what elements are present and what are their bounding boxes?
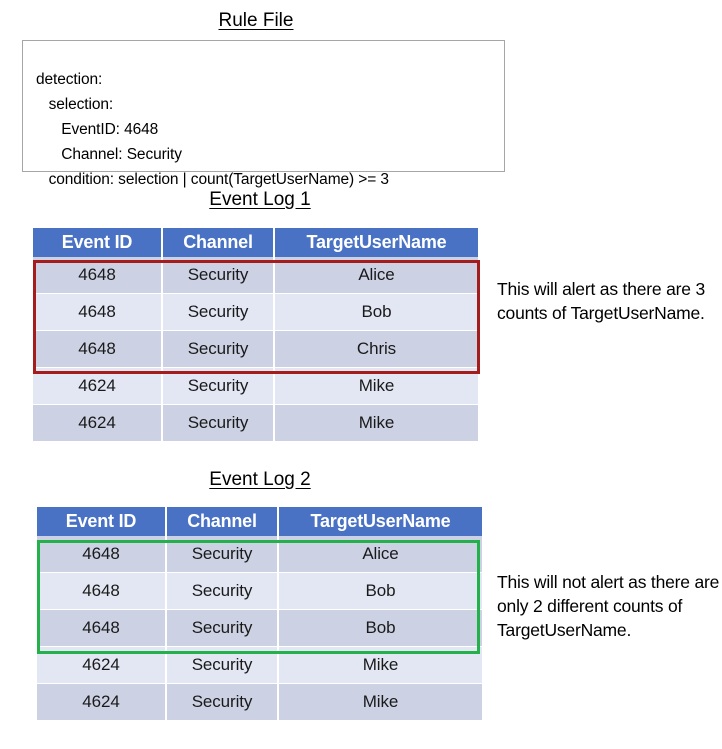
cell-channel: Security xyxy=(163,257,275,294)
table-header-row: Event ID Channel TargetUserName xyxy=(33,228,478,257)
event-log-1-table: Event ID Channel TargetUserName 4648 Sec… xyxy=(33,228,478,442)
event-log-1-title: Event Log 1 xyxy=(209,189,311,210)
event-log-2-table: Event ID Channel TargetUserName 4648 Sec… xyxy=(37,507,482,721)
cell-targetusername: Alice xyxy=(279,536,482,573)
cell-targetusername: Mike xyxy=(275,405,478,442)
cell-targetusername: Alice xyxy=(275,257,478,294)
event-log-1-annotation: This will alert as there are 3 counts of… xyxy=(497,279,705,323)
table-row: 4624 Security Mike xyxy=(33,405,478,442)
column-header-event-id: Event ID xyxy=(33,228,163,257)
table-row: 4648 Security Chris xyxy=(33,331,478,368)
event-log-2-title: Event Log 2 xyxy=(209,469,311,490)
column-header-targetusername: TargetUserName xyxy=(275,228,478,257)
event-log-2-annotation: This will not alert as there are only 2 … xyxy=(497,572,720,640)
cell-event-id: 4648 xyxy=(33,331,163,368)
cell-targetusername: Mike xyxy=(279,684,482,721)
table-row: 4648 Security Alice xyxy=(33,257,478,294)
cell-event-id: 4648 xyxy=(33,257,163,294)
cell-event-id: 4624 xyxy=(33,368,163,405)
column-header-targetusername: TargetUserName xyxy=(279,507,482,536)
cell-channel: Security xyxy=(167,610,279,647)
cell-channel: Security xyxy=(167,573,279,610)
cell-event-id: 4624 xyxy=(33,405,163,442)
cell-event-id: 4648 xyxy=(37,573,167,610)
table-row: 4648 Security Bob xyxy=(37,573,482,610)
cell-targetusername: Bob xyxy=(279,610,482,647)
column-header-channel: Channel xyxy=(163,228,275,257)
cell-targetusername: Bob xyxy=(275,294,478,331)
cell-channel: Security xyxy=(167,536,279,573)
cell-event-id: 4648 xyxy=(37,536,167,573)
table-row: 4648 Security Bob xyxy=(33,294,478,331)
cell-channel: Security xyxy=(163,405,275,442)
table-header-row: Event ID Channel TargetUserName xyxy=(37,507,482,536)
table-row: 4624 Security Mike xyxy=(33,368,478,405)
cell-channel: Security xyxy=(167,684,279,721)
cell-channel: Security xyxy=(163,331,275,368)
cell-event-id: 4624 xyxy=(37,684,167,721)
cell-channel: Security xyxy=(167,647,279,684)
rule-file-box: detection: selection: EventID: 4648 Chan… xyxy=(22,40,505,188)
cell-targetusername: Chris xyxy=(275,331,478,368)
cell-channel: Security xyxy=(163,368,275,405)
column-header-channel: Channel xyxy=(167,507,279,536)
table-row: 4648 Security Bob xyxy=(37,610,482,647)
table-row: 4624 Security Mike xyxy=(37,684,482,721)
cell-channel: Security xyxy=(163,294,275,331)
cell-targetusername: Mike xyxy=(275,368,478,405)
table-row: 4624 Security Mike xyxy=(37,647,482,684)
rule-file-title: Rule File xyxy=(218,10,294,31)
column-header-event-id: Event ID xyxy=(37,507,167,536)
cell-event-id: 4648 xyxy=(33,294,163,331)
table-row: 4648 Security Alice xyxy=(37,536,482,573)
cell-targetusername: Bob xyxy=(279,573,482,610)
cell-targetusername: Mike xyxy=(279,647,482,684)
cell-event-id: 4624 xyxy=(37,647,167,684)
rule-file-code: detection: selection: EventID: 4648 Chan… xyxy=(36,70,389,188)
cell-event-id: 4648 xyxy=(37,610,167,647)
